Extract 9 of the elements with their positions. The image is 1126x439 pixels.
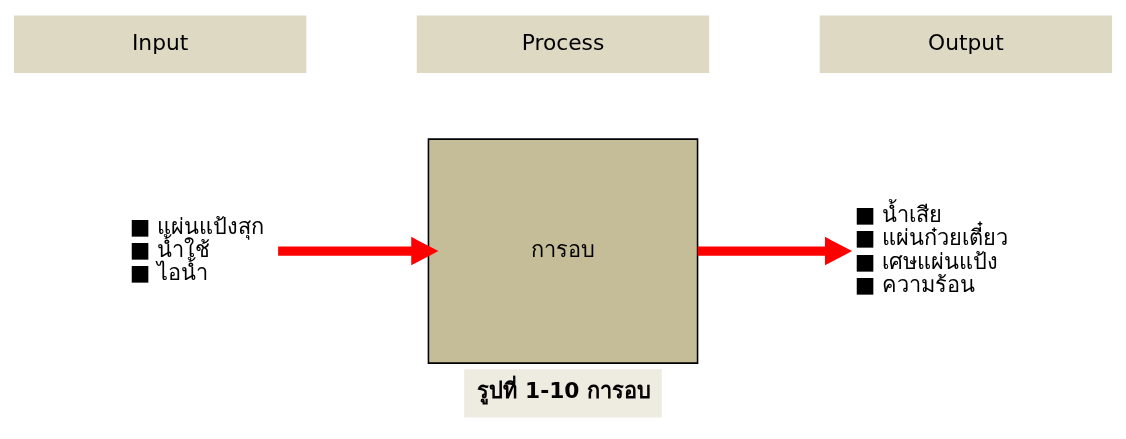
- node-text: ■ น้ำเสีย ■ แผ่นก๋วยเตี๋ยว ■ เศษแผ่นแป้ง ■ ความร้อน: [854, 201, 1009, 297]
- node-box: Input: [13, 14, 307, 73]
- arrow: [697, 236, 853, 265]
- arrow: [278, 236, 439, 265]
- node-box: Output: [819, 14, 1113, 73]
- caption: รูปที่ 1-10 การอบ: [477, 377, 652, 403]
- node-text: ■ แผ่นแป้งสุก ■ น้ำใช้ ■ ไอน้ำ: [129, 213, 265, 285]
- node-box: การอบ: [427, 137, 699, 364]
- node-box: Process: [416, 14, 710, 73]
